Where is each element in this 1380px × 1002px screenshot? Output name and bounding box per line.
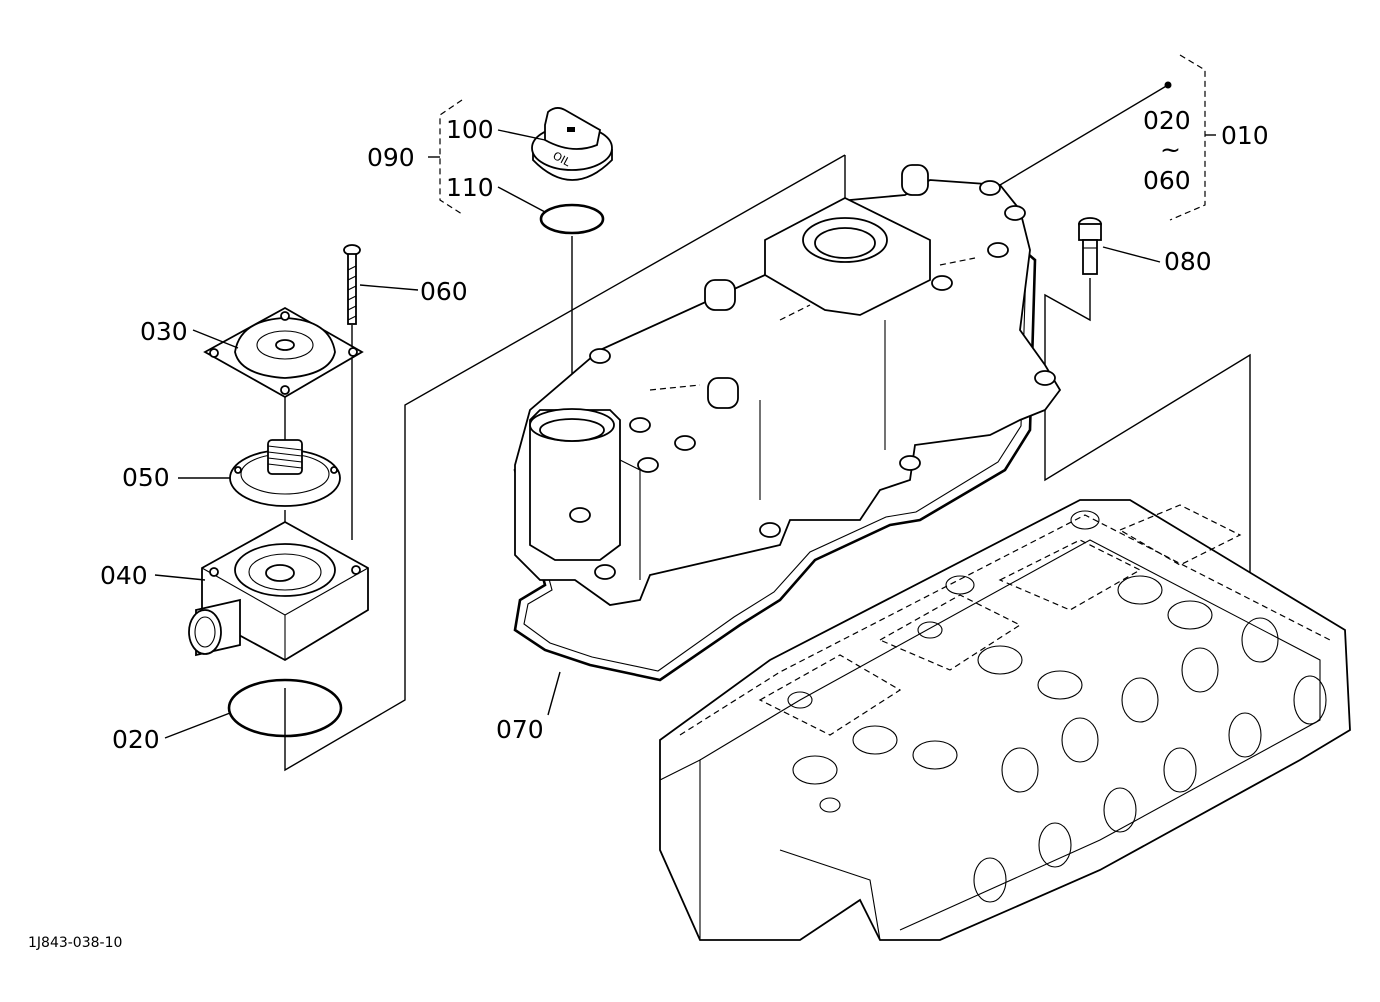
part-100-oil-cap: OIL [531,107,613,181]
part-110-o-ring [539,203,605,235]
bracket-090 [428,99,463,215]
bracket-010 [1169,54,1216,221]
assembly-guide-lines [284,84,1251,772]
part-060-screw [343,244,361,325]
callout-080: 080 [1164,247,1212,276]
cylinder-head [659,499,1351,941]
part-040-breather-body [188,520,369,662]
callout-100: 100 [446,115,494,144]
callout-070: 070 [496,715,544,744]
callout-010: 010 [1221,121,1269,150]
group-010-from: 020 [1143,106,1191,135]
callout-060: 060 [420,277,468,306]
part-030-breather-cover [203,306,364,399]
rocker-cover [514,164,1062,606]
part-050-diaphragm [229,439,341,507]
callout-050: 050 [122,463,170,492]
callout-020: 020 [112,725,160,754]
part-080-bolt [1078,217,1102,275]
callout-leaders [154,129,1161,739]
callout-040: 040 [100,561,148,590]
callout-090: 090 [367,143,415,172]
group-010-to: 060 [1143,166,1191,195]
figure-code: 1J843-038-10 [28,935,122,951]
group-010-tilde: ~ [1160,135,1181,164]
part-020-o-ring [227,678,343,738]
callout-110: 110 [446,173,494,202]
callout-030: 030 [140,317,188,346]
leader-dot [1164,81,1172,89]
